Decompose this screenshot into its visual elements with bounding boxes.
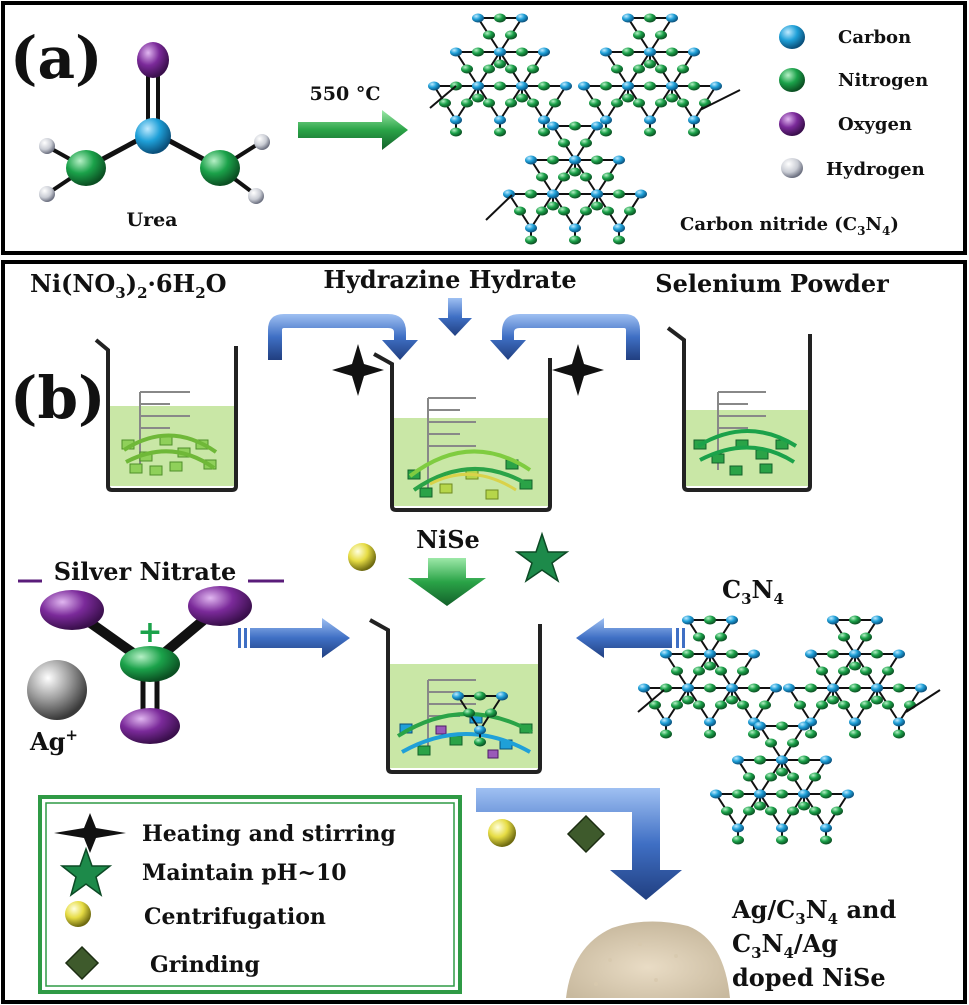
selenium-powder-label: Selenium Powder bbox=[655, 269, 889, 298]
down-arrow-hydrazine bbox=[438, 298, 472, 336]
temperature-label: 550 °C bbox=[310, 83, 381, 105]
carbon-nitride-structure bbox=[428, 14, 741, 245]
urea-label: Urea bbox=[127, 209, 178, 231]
legend-centrifugation: Centrifugation bbox=[144, 904, 326, 930]
svg-text:doped NiSe: doped NiSe bbox=[732, 963, 886, 992]
nitrogen-atom bbox=[120, 646, 180, 682]
carbon-legend-icon bbox=[779, 25, 805, 49]
legend-hydrogen: Hydrogen bbox=[826, 159, 925, 180]
beaker-nickel-nitrate bbox=[94, 338, 238, 492]
c3n4-label: C3N4 bbox=[722, 575, 784, 608]
centrifugation-legend-icon bbox=[65, 901, 91, 927]
heating-arrow bbox=[298, 110, 408, 150]
nise-down-arrow bbox=[408, 558, 486, 606]
panel-b-label: (b) bbox=[10, 364, 105, 432]
urea-molecule bbox=[39, 42, 270, 204]
svg-text:C3N4/Ag: C3N4/Ag bbox=[732, 929, 838, 962]
legend-heating: Heating and stirring bbox=[142, 821, 396, 847]
ph-star-icon bbox=[514, 531, 570, 583]
hydrogen-legend-icon bbox=[781, 158, 803, 178]
urea-carbon-atom bbox=[135, 118, 171, 154]
legend-carbon: Carbon bbox=[838, 27, 911, 48]
bent-arrow-to-product bbox=[476, 788, 682, 900]
oxygen-legend-icon bbox=[779, 112, 805, 136]
heating-star-icon bbox=[332, 344, 384, 396]
urea-nitrogen-atom bbox=[200, 150, 240, 186]
ph-star-legend-icon bbox=[59, 846, 113, 897]
oxygen-atom bbox=[120, 708, 180, 744]
c3n4-structure bbox=[637, 616, 941, 845]
beaker-final bbox=[369, 618, 542, 774]
urea-oxygen-atom bbox=[137, 42, 169, 78]
legend-ph: Maintain pH~10 bbox=[142, 860, 347, 886]
legend-grinding: Grinding bbox=[150, 952, 260, 978]
product-label: Ag/C3N4 and C3N4/Ag doped NiSe bbox=[731, 895, 896, 992]
nitrogen-legend-icon bbox=[779, 68, 805, 92]
curved-arrow-left bbox=[268, 314, 418, 360]
centrifugation-sphere-icon bbox=[348, 543, 376, 571]
silver-nitrate-label: Silver Nitrate bbox=[54, 557, 236, 586]
legend-oxygen: Oxygen bbox=[838, 114, 912, 135]
oxygen-atom bbox=[188, 586, 252, 626]
silver-nitrate-molecule: Silver Nitrate + Ag+ bbox=[18, 557, 284, 756]
urea-nitrogen-atom bbox=[66, 150, 106, 186]
panel-a-label: (a) bbox=[10, 24, 102, 92]
curved-arrow-right bbox=[490, 314, 640, 360]
centrifugation-sphere-icon bbox=[488, 819, 516, 847]
grinding-diamond-icon bbox=[566, 814, 606, 854]
legend-nitrogen: Nitrogen bbox=[838, 70, 928, 91]
product-powder bbox=[566, 921, 730, 998]
arrow-from-c3n4 bbox=[576, 618, 685, 658]
heating-star-legend-icon bbox=[54, 813, 126, 853]
grinding-legend-icon bbox=[64, 945, 100, 981]
oxygen-atom bbox=[40, 590, 104, 630]
beaker-selenium bbox=[666, 326, 812, 492]
process-legend: Heating and stirring Maintain pH~10 Cent… bbox=[38, 795, 462, 994]
carbon-nitride-label: Carbon nitride (C3N4) bbox=[680, 214, 899, 238]
silver-ion-sphere bbox=[27, 660, 87, 720]
svg-text:Ag/C3N4 and: Ag/C3N4 and bbox=[731, 895, 896, 928]
plus-sign: + bbox=[137, 615, 162, 650]
heating-star-icon bbox=[552, 344, 604, 396]
beaker-mixture bbox=[373, 352, 552, 512]
hydrazine-hydrate-label: Hydrazine Hydrate bbox=[323, 265, 576, 294]
atom-legend: Carbon Nitrogen Oxygen Hydrogen bbox=[779, 25, 928, 180]
silver-ion-label: Ag+ bbox=[29, 726, 78, 756]
nickel-nitrate-label: Ni(NO3)2·6H2O bbox=[30, 269, 227, 302]
nise-label: NiSe bbox=[416, 525, 480, 554]
arrow-from-silver-nitrate bbox=[238, 618, 350, 658]
